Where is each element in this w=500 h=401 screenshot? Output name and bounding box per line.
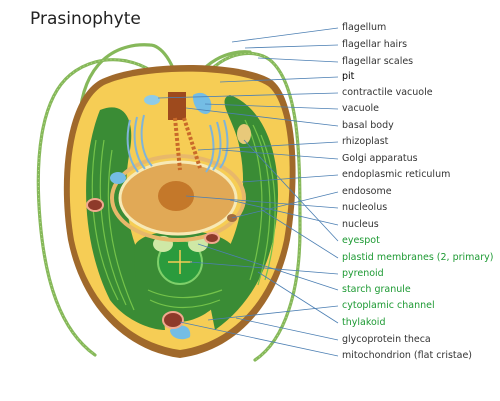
flagellum-1 bbox=[36, 58, 177, 357]
rhizoplast-shape bbox=[173, 117, 202, 171]
label-flagellar-hairs: flagellar hairs bbox=[342, 39, 408, 50]
label-endoplasmic-reticulum: endoplasmic reticulum bbox=[342, 169, 451, 180]
label-basal-body: basal body bbox=[342, 120, 394, 131]
label-plastid-membranes: plastid membranes (2, primary) bbox=[342, 252, 494, 263]
nucleolus-shape bbox=[158, 181, 194, 211]
label-nucleolus: nucleolus bbox=[342, 202, 388, 213]
label-pit: pit bbox=[342, 71, 355, 82]
label-pyrenoid: pyrenoid bbox=[342, 268, 384, 279]
label-mitochondrion: mitochondrion (flat cristae) bbox=[342, 350, 473, 361]
leader-lines bbox=[157, 27, 339, 357]
label-thylakoid: thylakoid bbox=[342, 317, 386, 328]
label-glycoprotein-theca: glycoprotein theca bbox=[342, 334, 431, 345]
basal-body-shape bbox=[168, 92, 186, 120]
label-endosome: endosome bbox=[342, 186, 392, 197]
eyespot-shape bbox=[237, 124, 251, 144]
thylakoid-stripes bbox=[91, 119, 276, 311]
label-rhizoplast: rhizoplast bbox=[342, 136, 389, 147]
diagram-title: Prasinophyte bbox=[30, 9, 141, 29]
label-flagellum: flagellum bbox=[342, 22, 387, 33]
flagellar-hairs-lines bbox=[37, 52, 301, 361]
vacuole-shape bbox=[192, 92, 212, 115]
label-flagellar-scales: flagellar scales bbox=[342, 56, 414, 67]
contractile-vacuole-shape bbox=[144, 95, 160, 105]
label-starch-granule: starch granule bbox=[342, 284, 411, 295]
flagellum-2 bbox=[77, 43, 182, 142]
label-vacuole: vacuole bbox=[342, 103, 379, 114]
endoplasmic-reticulum-shape bbox=[110, 154, 246, 242]
golgi-apparatus-shapes bbox=[126, 114, 229, 173]
label-cytoplamic-channel: cytoplamic channel bbox=[342, 300, 435, 311]
mitochondrion-shape bbox=[162, 311, 184, 329]
label-nucleus: nucleus bbox=[342, 219, 379, 230]
label-eyespot: eyespot bbox=[342, 235, 380, 246]
label-contractile-vacuole: contractile vacuole bbox=[342, 87, 433, 98]
label-golgi-apparatus: Golgi apparatus bbox=[342, 153, 418, 164]
